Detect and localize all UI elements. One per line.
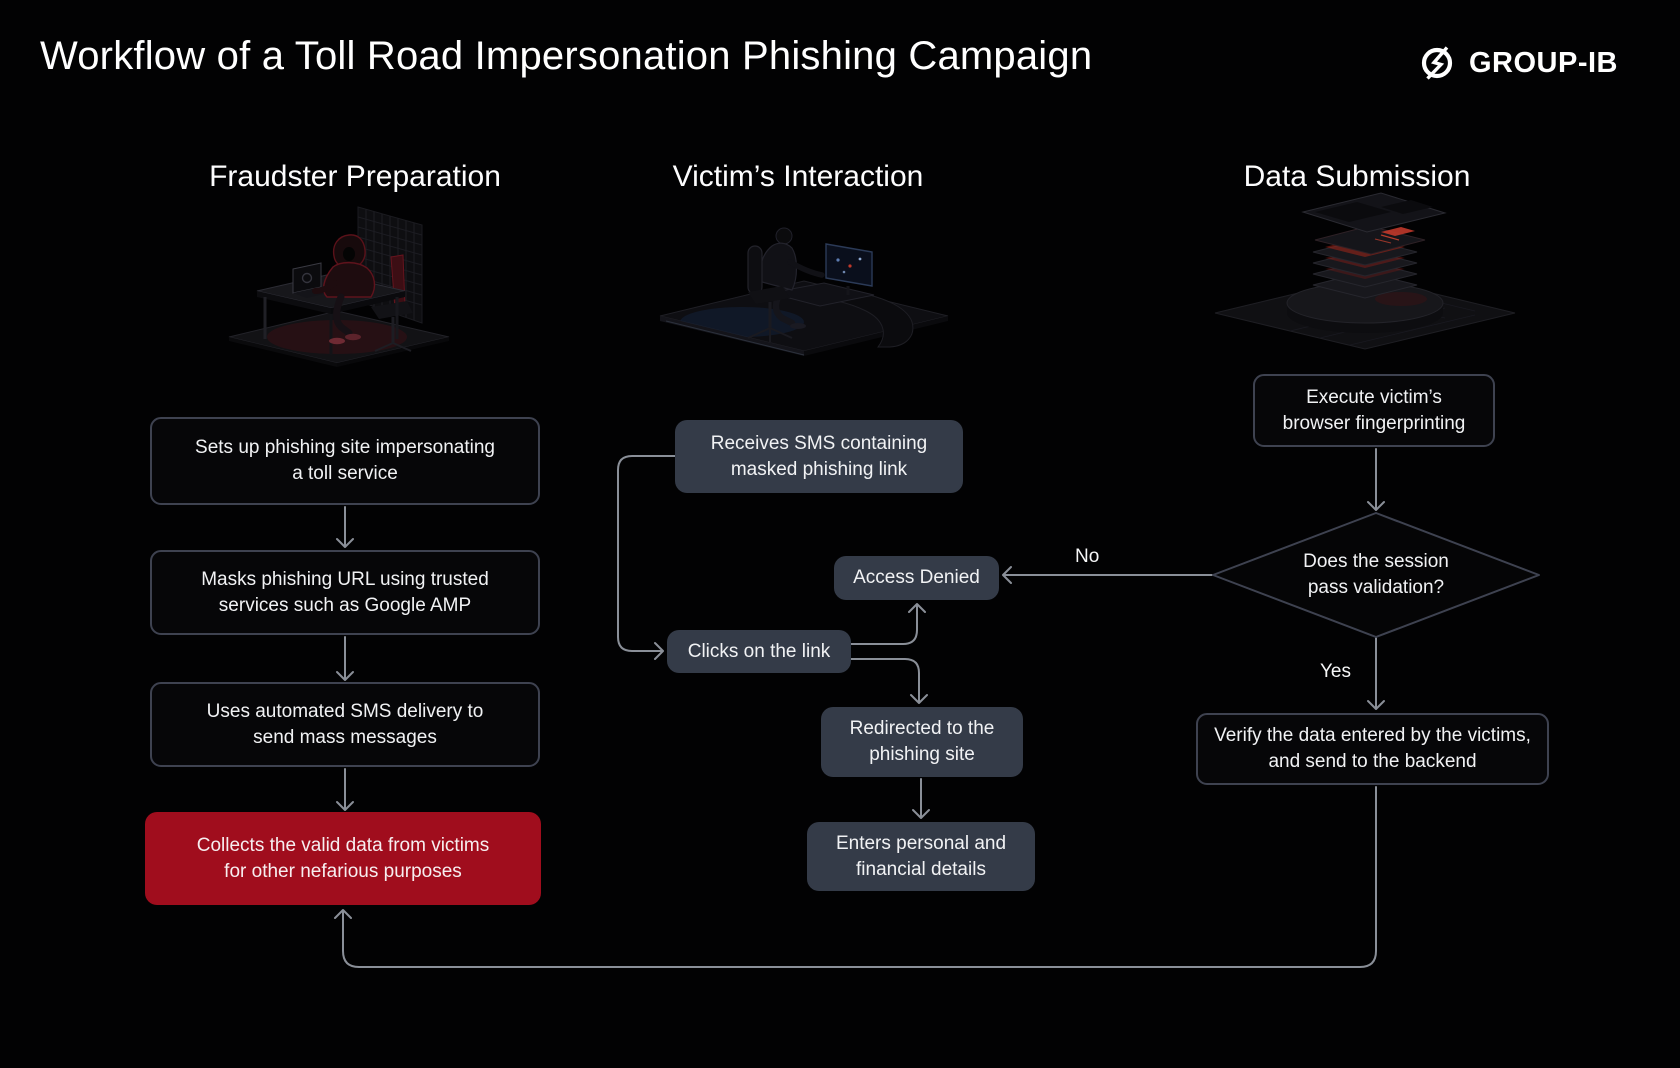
arrow-decision-yes-to-verify <box>1367 637 1385 710</box>
node-label: Execute victim’s browser fingerprinting <box>1282 386 1466 434</box>
node-label: Receives SMS containing masked phishing … <box>710 432 928 480</box>
node-label: Redirected to the phishing site <box>849 718 995 765</box>
node-enters-personal-details: Enters personal and financial details <box>807 822 1035 891</box>
brand-name: GROUP-IB <box>1469 46 1618 79</box>
node-execute-browser-fingerprinting: Execute victim’s browser fingerprinting <box>1253 374 1495 447</box>
node-sets-up-phishing-site: Sets up phishing site impersonating a to… <box>150 417 540 505</box>
node-label: Enters personal and financial details <box>835 832 1007 880</box>
node-automated-sms-delivery: Uses automated SMS delivery to send mass… <box>150 682 540 767</box>
arrow-clicks-to-accessdenied <box>850 603 926 645</box>
arrow-sms-to-collects <box>336 768 354 811</box>
arrow-masks-to-sms <box>336 636 354 681</box>
column-header-data-submission: Data Submission <box>1243 160 1471 193</box>
arrow-decision-no-to-accessdenied <box>1002 566 1213 584</box>
node-redirected-to-phishing-site: Redirected to the phishing site <box>821 707 1023 777</box>
decision-yes-label: Yes <box>1320 661 1351 682</box>
column-header-victims-interaction: Victim’s Interaction <box>672 160 924 193</box>
node-label: Clicks on the link <box>687 640 831 662</box>
decision-label: Does the session pass validation? <box>1303 551 1449 598</box>
arrow-redirected-to-enters <box>912 778 930 819</box>
arrow-receives-to-clicks <box>617 455 676 660</box>
server-stack-illustration <box>1214 192 1516 350</box>
column-header-fraudster-preparation: Fraudster Preparation <box>209 160 501 193</box>
node-receives-sms: Receives SMS containing masked phishing … <box>675 420 963 493</box>
arrow-clicks-to-redirected <box>850 658 928 704</box>
node-label: Masks phishing URL using trusted service… <box>201 568 489 616</box>
page-title: Workflow of a Toll Road Impersonation Ph… <box>40 34 1093 78</box>
arrow-setsup-to-masks <box>336 506 354 548</box>
node-clicks-on-link: Clicks on the link <box>667 630 851 673</box>
node-verify-data-send-backend: Verify the data entered by the victims, … <box>1196 713 1549 785</box>
decision-no-label: No <box>1075 546 1100 567</box>
fraudster-illustration <box>228 206 450 367</box>
node-masks-phishing-url: Masks phishing URL using trusted service… <box>150 550 540 635</box>
brand-logo: GROUP-IB <box>1418 44 1618 82</box>
node-label: Sets up phishing site impersonating a to… <box>195 437 495 484</box>
victim-illustration <box>659 227 949 356</box>
node-label: Collects the valid data from victims for… <box>196 834 490 882</box>
node-label: Access Denied <box>853 567 980 589</box>
node-collects-valid-data: Collects the valid data from victims for… <box>145 812 541 905</box>
arrow-execute-to-decision <box>1367 448 1385 511</box>
node-label: Verify the data entered by the victims, … <box>1214 725 1531 772</box>
group-ib-ring-icon <box>1421 46 1453 80</box>
node-access-denied: Access Denied <box>834 556 999 600</box>
node-label: Uses automated SMS delivery to send mass… <box>206 700 484 748</box>
